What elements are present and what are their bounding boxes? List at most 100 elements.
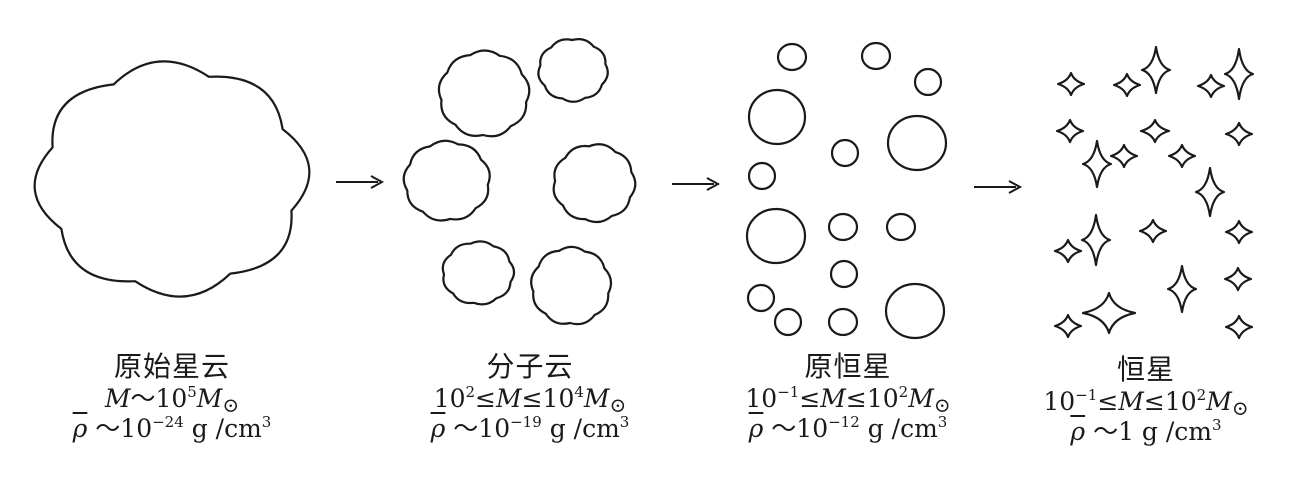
superscript: −1 [1075,386,1098,404]
superscript: −1 [777,383,800,401]
mean-density: ρ ～10−12 g /cm3 [688,414,1008,444]
protostar-circle [830,138,860,168]
arrow-2 [672,177,721,191]
molecular-cloud-shape [437,49,531,138]
mass-range: M～105M⊙ [12,384,332,415]
star-shape [1224,314,1254,340]
formula-text: ～10 [130,384,188,413]
formula-text: M [908,384,934,413]
formula-text: ～10 [445,414,511,443]
formula-text: ≤ [475,384,496,413]
protostar-circle [747,88,807,146]
formula-text: 10 [1043,387,1076,416]
formula-text: g /cm [859,414,938,443]
superscript: 3 [619,413,630,431]
formula-text: 10 [745,384,778,413]
star-shape [1223,266,1253,292]
stage-name: 原恒星 [804,350,892,383]
star-shape [1140,45,1172,95]
superscript: 3 [261,413,272,431]
stage-name: 恒星 [1116,353,1175,386]
stage-molecular-cloud: 分子云 102≤M≤104M⊙ ρ ～10−19 g /cm3 [370,350,690,444]
formula-text: ≤10 [845,384,899,413]
mass-range: 102≤M≤104M⊙ [370,383,690,415]
protostar-circle [860,41,892,71]
formula-text: g /cm [183,414,262,443]
formula-text: ≤ [799,384,821,413]
formula-text: M [1206,387,1232,416]
superscript: 3 [937,413,948,431]
star-shape [1223,47,1255,101]
formula-text: ρ [748,414,764,443]
formula-text: ≤10 [521,384,575,413]
arrow-1 [336,175,385,189]
protostar-circle [827,212,859,242]
mean-density: ρ ～1 g /cm3 [986,417,1298,447]
stage-star: 恒星 10−1≤M≤102M⊙ ρ ～1 g /cm3 [986,353,1298,447]
formula-text: ρ [72,414,88,443]
protostar-circle [827,307,859,337]
mass-range: 10−1≤M≤102M⊙ [986,386,1298,420]
formula-text: M [583,384,610,413]
superscript: −24 [152,413,184,431]
arrow-3 [974,180,1023,194]
star-shape [1109,143,1139,169]
star-shape [1139,118,1171,144]
star-shape [1081,291,1137,335]
formula-text: M [496,384,522,413]
formula-text: ～10 [87,414,153,443]
molecular-cloud-shape [441,240,516,306]
formula-text: ρ [430,414,446,443]
protostar-circle [886,114,948,172]
molecular-cloud-shape [530,245,613,326]
formula-text: ～1 g /cm [1085,417,1213,446]
formula-text: ρ [1070,417,1086,446]
protostar-circle [829,259,859,289]
protostar-circle [776,42,808,72]
molecular-clouds-illustration [402,38,637,326]
star-shape [1224,219,1254,245]
formula-text: 10 [433,384,466,413]
formula-text: g /cm [541,414,620,443]
star-shape [1056,71,1086,97]
superscript: 2 [465,383,476,401]
protostar-circle [747,161,777,191]
star-shape [1166,264,1198,314]
superscript: 4 [574,383,584,401]
protostar-circle [773,307,803,337]
stage-protostar: 原恒星 10−1≤M≤102M⊙ ρ ～10−12 g /cm3 [688,350,1008,444]
superscript: 3 [1212,416,1222,434]
star-shape [1224,121,1254,147]
formula-text: M [820,384,846,413]
star-shape [1081,139,1113,189]
star-shape [1053,238,1083,264]
star-shape [1112,72,1142,98]
formula-text: ～10 [763,414,829,443]
stage-name: 原始星云 [113,350,230,383]
star-shape [1080,213,1112,267]
star-shape [1196,73,1226,99]
molecular-cloud-shape [552,143,637,224]
superscript: 2 [1196,386,1207,404]
formula-text: ≤ [1097,387,1119,416]
mean-density: ρ ～10−19 g /cm3 [370,414,690,444]
protostar-circle [913,67,943,97]
molecular-cloud-shape [537,38,609,103]
solar-mass-symbol: ⊙ [933,393,951,417]
superscript: 2 [898,383,909,401]
mass-range: 10−1≤M≤102M⊙ [688,383,1008,417]
stage-name: 分子云 [486,350,574,383]
formula-text: M [1118,387,1144,416]
stage-primordial-nebula: 原始星云 M～105M⊙ ρ ～10−24 g /cm3 [12,350,332,444]
solar-mass-symbol: ⊙ [1231,396,1249,420]
protostar-circle [745,207,807,265]
molecular-cloud-shape [402,139,491,222]
nebula-cloud-shape [33,60,311,298]
formula-text: M [196,384,223,413]
star-shape [1194,166,1226,218]
star-shape [1167,143,1197,169]
star-shape [1055,118,1085,144]
protostars-illustration [745,41,948,340]
star-shape [1138,218,1168,244]
